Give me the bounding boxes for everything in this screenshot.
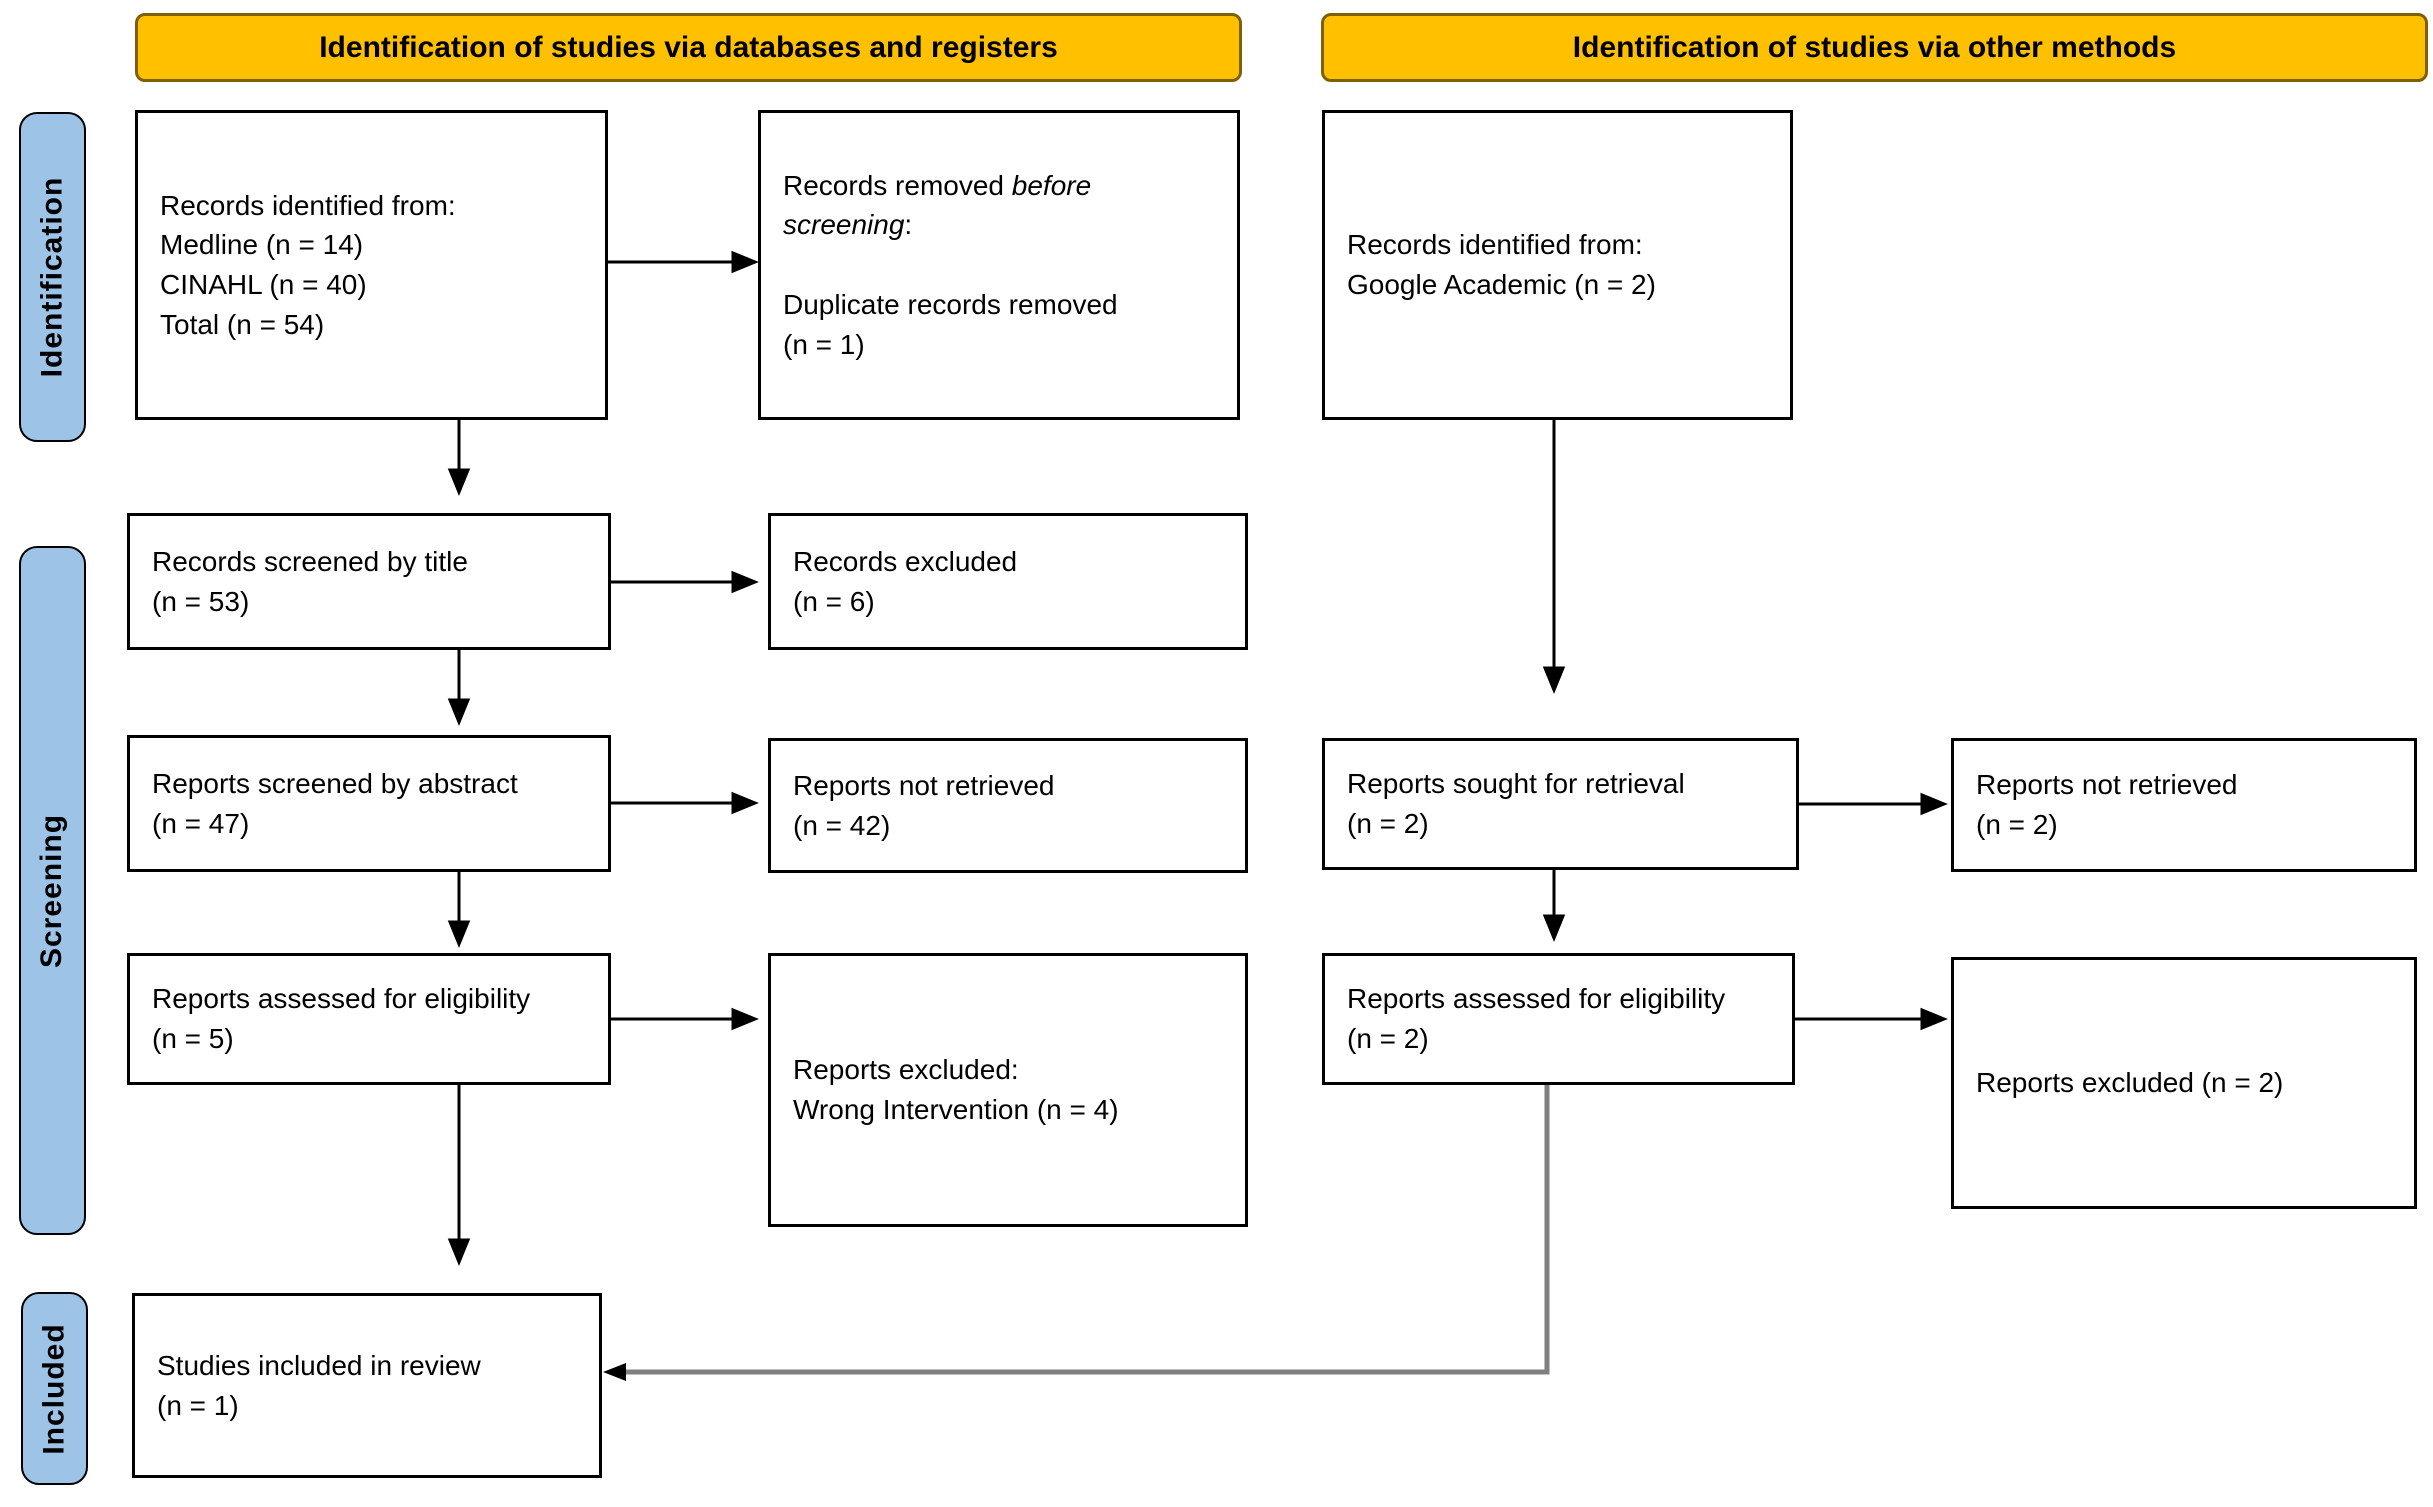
box-records-screened-title: Records screened by title (n = 53) [127,513,611,650]
box-studies-included-text: Studies included in review (n = 1) [157,1349,481,1421]
box-reports-assessed-other: Reports assessed for eligibility (n = 2) [1322,953,1795,1085]
box-records-identified-text: Records identified from: Medline (n = 14… [160,189,456,340]
stage-included-label: Included [37,1322,71,1455]
stage-screening-label: Screening [35,813,69,968]
arrowhead-assessed-other-to-excluded [1920,1007,1948,1031]
records-removed-part1: Records removed [783,169,1012,201]
arrowhead-assessed-to-included [447,1238,471,1266]
box-reports-screened-abstract: Reports screened by abstract (n = 47) [127,735,611,872]
box-reports-not-retrieved-databases-text: Reports not retrieved (n = 42) [793,769,1055,841]
stage-identification: Identification [19,112,86,442]
box-records-removed: Records removed before screening: Duplic… [758,110,1240,420]
arrowhead-screened-to-excluded [731,570,759,594]
arrowhead-assessed-to-excluded [731,1007,759,1031]
records-removed-part2: : [904,209,913,241]
box-reports-excluded-other-text: Reports excluded (n = 2) [1976,1067,2284,1099]
arrowhead-sought-to-assessed [1542,914,1566,942]
arrowhead-screened-to-abstract [447,698,471,726]
box-reports-excluded-other: Reports excluded (n = 2) [1951,957,2417,1209]
box-reports-screened-abstract-text: Reports screened by abstract (n = 47) [152,767,518,839]
stage-screening: Screening [19,546,86,1235]
box-reports-assessed-databases-text: Reports assessed for eligibility (n = 5) [152,983,531,1054]
box-reports-excluded-wrong-intervention: Reports excluded: Wrong Intervention (n … [768,953,1248,1227]
records-removed-italic: before screening [783,169,1092,241]
banner-other-methods: Identification of studies via other meth… [1321,13,2428,82]
box-records-excluded: Records excluded (n = 6) [768,513,1248,650]
arrowhead-identified-to-screened [447,468,471,496]
box-studies-included: Studies included in review (n = 1) [132,1293,602,1478]
box-reports-sought-retrieval-text: Reports sought for retrieval (n = 2) [1347,768,1685,839]
box-records-removed-text: Records removed before screening: Duplic… [761,126,1136,404]
arrowhead-abstract-to-assessed [447,920,471,948]
arrowhead-other-to-included [603,1363,626,1381]
box-records-identified: Records identified from: Medline (n = 14… [135,110,608,420]
box-reports-not-retrieved-other-text: Reports not retrieved (n = 2) [1976,769,2238,840]
records-removed-rest: Duplicate records removed (n = 1) [783,288,1118,360]
box-reports-sought-retrieval: Reports sought for retrieval (n = 2) [1322,738,1799,870]
box-google-academic: Records identified from: Google Academic… [1322,110,1793,420]
box-google-academic-text: Records identified from: Google Academic… [1347,229,1656,300]
arrowhead-google-to-sought [1542,666,1566,694]
box-reports-not-retrieved-databases: Reports not retrieved (n = 42) [768,738,1248,873]
box-reports-assessed-other-text: Reports assessed for eligibility (n = 2) [1347,983,1726,1054]
box-reports-assessed-databases: Reports assessed for eligibility (n = 5) [127,953,611,1085]
stage-identification-label: Identification [35,176,69,378]
banner-databases-registers-label: Identification of studies via databases … [319,30,1058,64]
arrowhead-abstract-to-notretrieved [731,791,759,815]
box-records-screened-title-text: Records screened by title (n = 53) [152,545,468,617]
banner-other-methods-label: Identification of studies via other meth… [1572,30,2177,64]
box-records-excluded-text: Records excluded (n = 6) [793,545,1018,617]
box-records-removed-line1: Records removed before screening: [783,166,1118,246]
box-reports-not-retrieved-other: Reports not retrieved (n = 2) [1951,738,2417,872]
arrowhead-sought-to-notretrieved [1920,792,1948,816]
arrowhead-identified-to-removed [731,250,759,274]
box-reports-excluded-wrong-intervention-text: Reports excluded: Wrong Intervention (n … [793,1054,1119,1125]
stage-included: Included [21,1292,88,1485]
banner-databases-registers: Identification of studies via databases … [135,13,1242,82]
